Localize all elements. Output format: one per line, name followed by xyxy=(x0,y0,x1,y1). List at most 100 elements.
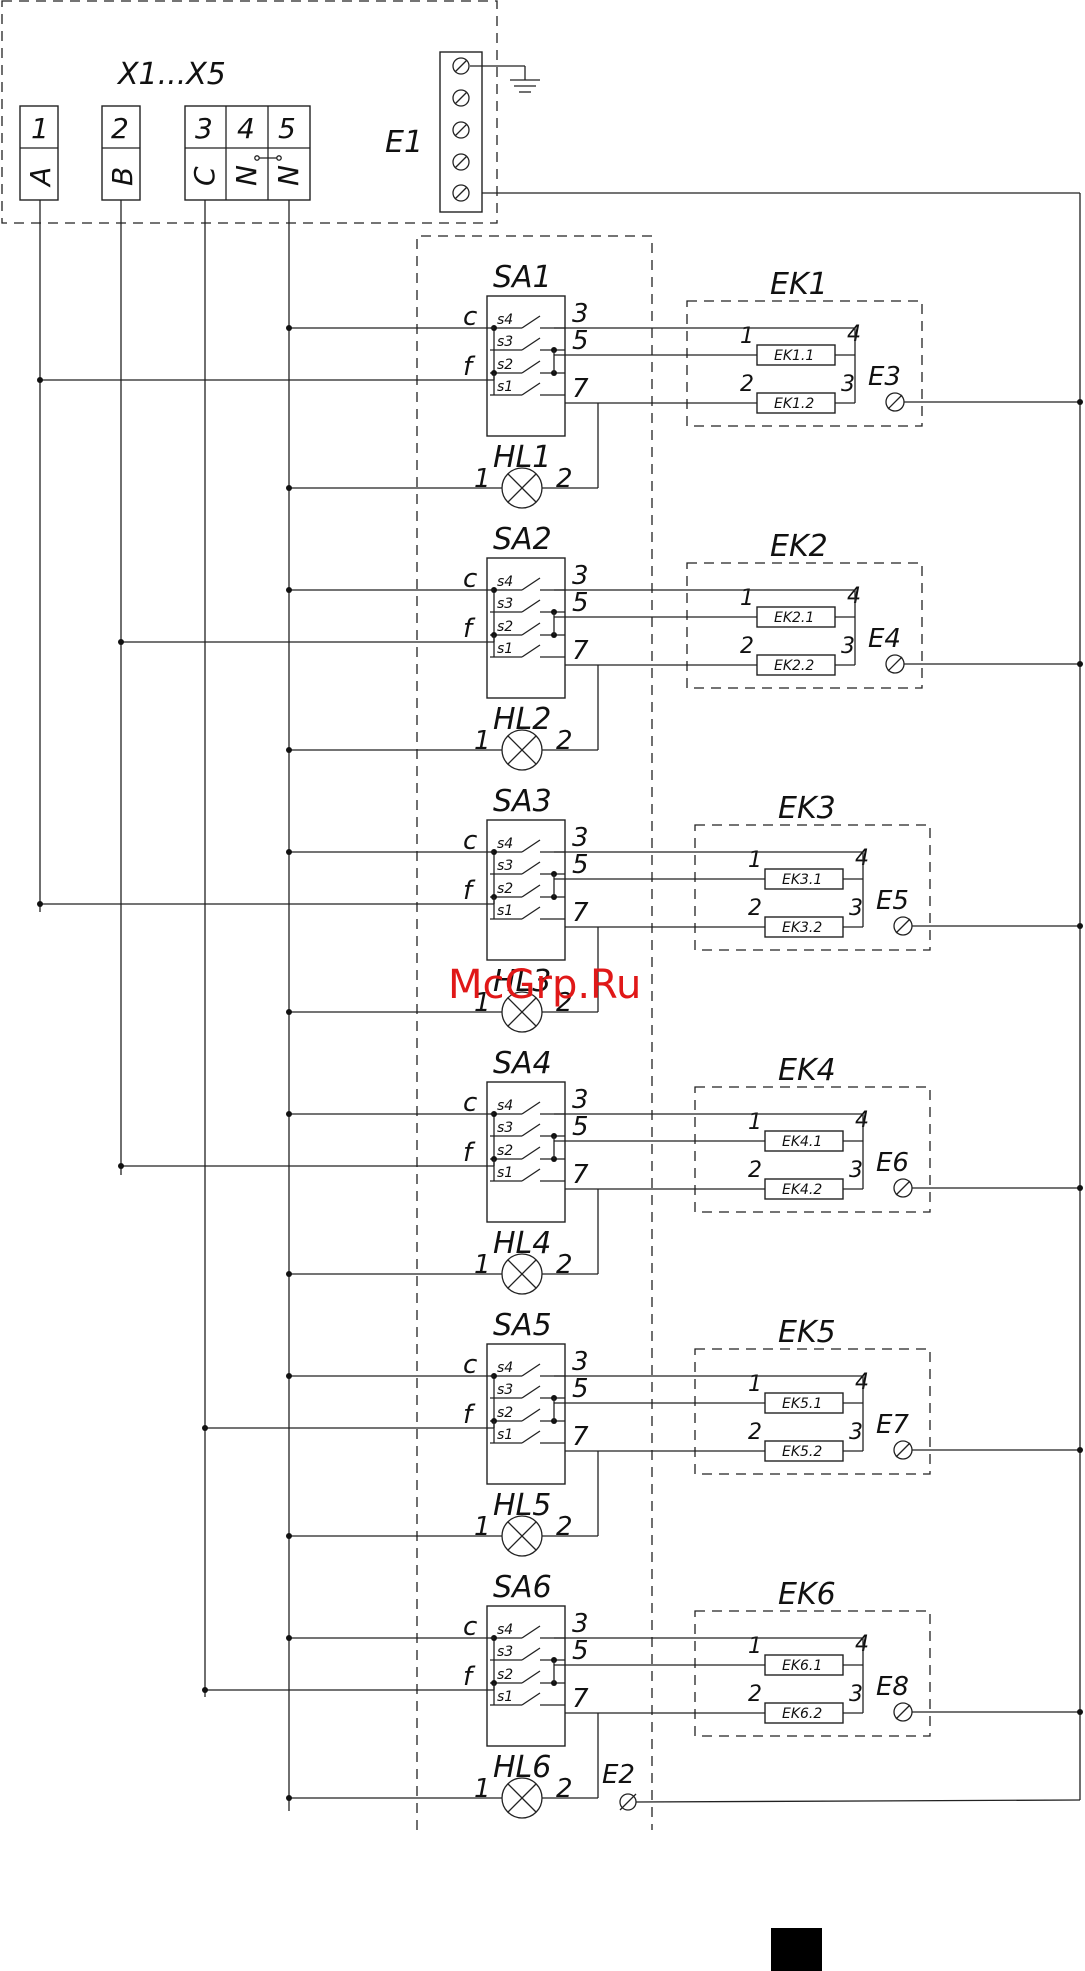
page-marker xyxy=(771,1928,822,1971)
terminal-4-number: 4 xyxy=(237,112,255,145)
heater-earth-label: E4 xyxy=(868,624,901,654)
element-pin-4-label: 4 xyxy=(855,1370,869,1395)
switch-body xyxy=(486,1081,566,1223)
terminal-3-phase: C xyxy=(188,166,221,186)
heating-element-1-label: EK5.1 xyxy=(782,1396,822,1412)
contact-s2-label: s2 xyxy=(497,1667,513,1683)
lamp-pin-1-label: 1 xyxy=(474,988,491,1018)
contact-s4-label: s4 xyxy=(497,836,513,852)
element-pin-4-label: 4 xyxy=(855,1108,869,1133)
heating-element-1-label: EK1.1 xyxy=(774,348,814,364)
terminal-f-label: f xyxy=(463,1662,476,1692)
terminal-3-number: 3 xyxy=(195,112,213,145)
pin-7-label: 7 xyxy=(572,1422,589,1452)
pin-7-label: 7 xyxy=(572,374,589,404)
element-pin-2-label: 2 xyxy=(740,634,754,659)
switch-label: SA6 xyxy=(493,1570,552,1605)
element-pin-3-label: 3 xyxy=(849,1420,863,1445)
lamp-label: HL4 xyxy=(493,1226,551,1261)
heating-element-1-label: EK2.1 xyxy=(774,610,814,626)
heating-element-2-label: EK6.2 xyxy=(782,1706,822,1722)
lamp-label: HL3 xyxy=(493,964,551,999)
switch-body xyxy=(486,819,566,961)
element-pin-4-label: 4 xyxy=(847,322,861,347)
contact-s1-label: s1 xyxy=(497,379,513,395)
contact-s1-label: s1 xyxy=(497,903,513,919)
switch-label: SA4 xyxy=(493,1046,552,1081)
element-pin-3-label: 3 xyxy=(849,896,863,921)
terminal-1-phase: A xyxy=(24,167,57,188)
switch-label: SA1 xyxy=(493,260,552,295)
contact-s4-label: s4 xyxy=(497,312,513,328)
screw-icon xyxy=(452,57,470,75)
pin-7-label: 7 xyxy=(572,636,589,666)
terminal-2-phase: B xyxy=(106,167,139,186)
pin-5-label: 5 xyxy=(572,850,589,880)
contact-s1-label: s1 xyxy=(497,1689,513,1705)
contact-s2-label: s2 xyxy=(497,881,513,897)
pin-5-label: 5 xyxy=(572,326,589,356)
element-pin-1-label: 1 xyxy=(748,1110,762,1135)
heater-enclosure xyxy=(694,1610,931,1737)
heating-element-1-label: EK6.1 xyxy=(782,1658,822,1674)
heater-label: EK2 xyxy=(770,529,828,564)
contact-s2-label: s2 xyxy=(497,1405,513,1421)
terminal-4-phase: N xyxy=(230,165,263,186)
terminal-1-number: 1 xyxy=(31,112,49,145)
contact-s3-label: s3 xyxy=(497,1382,513,1398)
contact-s3-label: s3 xyxy=(497,596,513,612)
element-pin-3-label: 3 xyxy=(841,634,855,659)
lamp-label: HL2 xyxy=(493,702,551,737)
contact-s1-label: s1 xyxy=(497,1165,513,1181)
heater-label: EK5 xyxy=(778,1315,836,1350)
element-pin-4-label: 4 xyxy=(855,1632,869,1657)
pin-3-label: 3 xyxy=(572,299,589,329)
terminal-group-label: X1...X5 xyxy=(116,57,226,92)
e1-label: E1 xyxy=(385,125,423,160)
element-pin-2-label: 2 xyxy=(748,1420,762,1445)
switch-body xyxy=(486,557,566,699)
terminal-f-label: f xyxy=(463,614,476,644)
screw-icon xyxy=(452,121,470,139)
heater-earth-label: E6 xyxy=(876,1148,909,1178)
pin-7-label: 7 xyxy=(572,1684,589,1714)
lamp-pin-2-label: 2 xyxy=(556,1512,573,1542)
pin-3-label: 3 xyxy=(572,1347,589,1377)
terminal-c-label: c xyxy=(463,826,477,856)
lamp-pin-2-label: 2 xyxy=(556,726,573,756)
heating-element-1-label: EK4.1 xyxy=(782,1134,822,1150)
contact-s4-label: s4 xyxy=(497,1360,513,1376)
lamp-pin-2-label: 2 xyxy=(556,988,573,1018)
contact-s1-label: s1 xyxy=(497,1427,513,1443)
heating-element-2-label: EK3.2 xyxy=(782,920,822,936)
lamp-label: HL1 xyxy=(493,440,551,475)
screw-icon xyxy=(452,153,470,171)
screw-icon xyxy=(452,89,470,107)
heater-earth-label: E3 xyxy=(868,362,901,392)
terminal-f-label: f xyxy=(463,352,476,382)
pin-5-label: 5 xyxy=(572,1374,589,1404)
heating-element-2-label: EK1.2 xyxy=(774,396,814,412)
element-pin-4-label: 4 xyxy=(855,846,869,871)
contact-s4-label: s4 xyxy=(497,574,513,590)
contact-s3-label: s3 xyxy=(497,1644,513,1660)
heating-element-2-label: EK4.2 xyxy=(782,1182,822,1198)
pin-5-label: 5 xyxy=(572,588,589,618)
switch-body xyxy=(486,1343,566,1485)
heater-enclosure xyxy=(694,1348,931,1475)
lamp-pin-2-label: 2 xyxy=(556,464,573,494)
element-pin-1-label: 1 xyxy=(748,1634,762,1659)
element-pin-3-label: 3 xyxy=(849,1158,863,1183)
pin-5-label: 5 xyxy=(572,1112,589,1142)
terminal-f-label: f xyxy=(463,876,476,906)
pin-3-label: 3 xyxy=(572,823,589,853)
terminal-c-label: c xyxy=(463,564,477,594)
switch-label: SA2 xyxy=(493,522,552,557)
switch-panel-enclosure xyxy=(416,235,653,1830)
heater-enclosure xyxy=(694,824,931,951)
heater-earth-label: E7 xyxy=(876,1410,909,1440)
